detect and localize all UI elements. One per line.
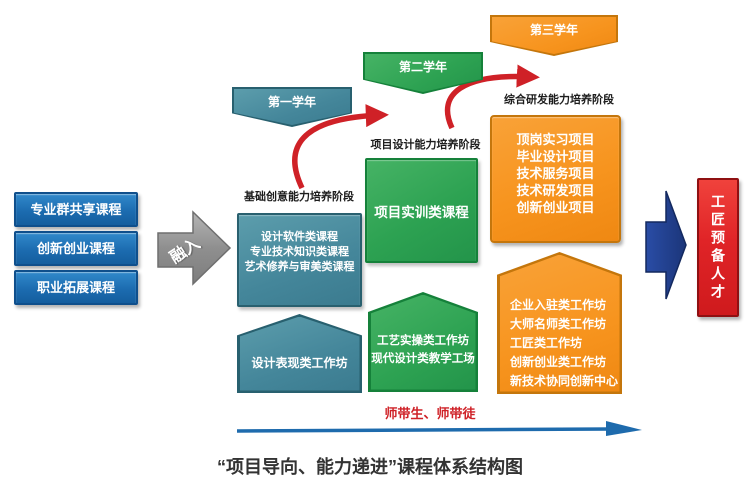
mentoring-label: 师带生、师带徒 <box>384 406 476 421</box>
enterprise-line-3: 工匠类工作坊 <box>510 336 583 350</box>
foundation-line-2: 专业技术知识类课程 <box>250 246 349 258</box>
output-arrow <box>645 190 687 300</box>
stage-label-design: 项目设计能力培养阶段 <box>370 139 481 151</box>
outcome-box: 工匠预备人才 <box>697 178 739 317</box>
training-courses-box: 项目实训类课程 <box>365 158 478 263</box>
diagram-caption: “项目导向、能力递进”课程体系结构图 <box>217 457 523 477</box>
craft-workshop-fill <box>370 294 476 390</box>
stage-label-rnd: 综合研发能力培养阶段 <box>504 94 614 106</box>
craft-workshop-labels: 工艺实操类工作坊 现代设计类教学工场 <box>368 332 478 368</box>
enterprise-workshop-pentagon: 企业入驻类工作坊 大师名师类工作坊 工匠类工作坊 创新创业类工作坊 新技术协同创… <box>497 252 622 394</box>
craft-workshop-pentagon: 工艺实操类工作坊 现代设计类教学工场 <box>368 292 478 392</box>
merge-arrow <box>157 210 232 286</box>
project-line-2: 毕业设计项目 <box>516 149 595 164</box>
mentoring-arrow-line <box>236 427 613 433</box>
course-box-innovation: 创新创业课程 <box>14 231 138 266</box>
project-line-5: 创新创业项目 <box>516 200 595 215</box>
project-line-4: 技术研发项目 <box>516 183 595 198</box>
curved-arrow-design-to-rnd <box>444 64 540 130</box>
enterprise-line-5: 新技术协同创新中心 <box>510 374 619 388</box>
outcome-label: 工匠预备人才 <box>710 193 726 302</box>
enterprise-workshop-labels: 企业入驻类工作坊 大师名师类工作坊 工匠类工作坊 创新创业类工作坊 新技术协同创… <box>510 296 622 391</box>
enterprise-line-4: 创新创业类工作坊 <box>510 355 607 369</box>
mentoring-arrow-head <box>606 421 642 436</box>
pennant-year1: 第一学年 <box>232 87 352 127</box>
craft-line-1: 工艺实操类工作坊 <box>377 335 469 347</box>
stage-label-basic: 基础创意能力培养阶段 <box>244 191 354 203</box>
pennant-year2-label: 第二学年 <box>398 60 447 74</box>
design-workshop-pentagon: 设计表现类工作坊 <box>237 314 362 393</box>
enterprise-workshop-fill <box>499 254 620 392</box>
projects-box: 顶岗实习项目 毕业设计项目 技术服务项目 技术研发项目 创新创业项目 <box>490 115 621 243</box>
pennant-year3-label: 第三学年 <box>529 23 578 37</box>
enterprise-line-1: 企业入驻类工作坊 <box>510 298 607 312</box>
project-line-3: 技术服务项目 <box>516 166 595 181</box>
foundation-line-3: 艺术修养与审美类课程 <box>244 261 355 273</box>
training-box-label: 项目实训类课程 <box>374 204 469 220</box>
course-box-shared: 专业群共享课程 <box>14 192 138 227</box>
craft-line-2: 现代设计类教学工场 <box>371 353 475 365</box>
pennant-year3: 第三学年 <box>490 15 618 56</box>
enterprise-line-2: 大师名师类工作坊 <box>510 317 607 331</box>
pennant-year2: 第二学年 <box>363 52 483 94</box>
project-line-1: 顶岗实习项目 <box>516 132 595 147</box>
design-workshop-label: 设计表现类工作坊 <box>251 356 348 370</box>
curved-arrow-basic-to-design <box>292 104 389 190</box>
course-box-career: 职业拓展课程 <box>14 270 138 305</box>
foundation-courses-box: 设计软件类课程 专业技术知识类课程 艺术修养与审美类课程 <box>237 213 362 307</box>
pennant-year1-label: 第一学年 <box>267 95 316 109</box>
foundation-line-1: 设计软件类课程 <box>261 231 338 243</box>
